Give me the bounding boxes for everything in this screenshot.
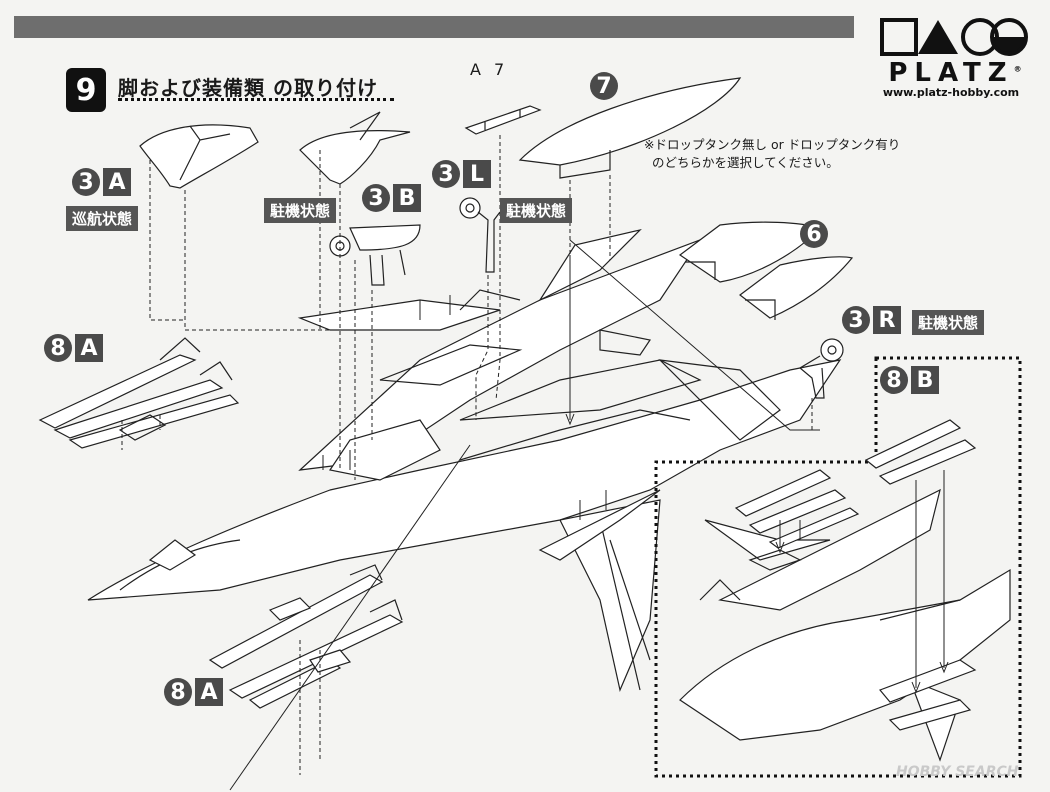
part-3a-letter: A — [103, 168, 131, 196]
drop-tank-note: ※ドロップタンク無し or ドロップタンク有り のどちらかを選択してください。 — [644, 136, 900, 172]
watermark: HOBBY SEARCH — [896, 764, 1019, 780]
part-8b-number: 8 — [880, 366, 908, 394]
part-3a-state: 巡航状態 — [66, 206, 139, 231]
header-bar — [14, 16, 854, 38]
part-6-number: 6 — [800, 220, 828, 248]
drop-tank-note-line2: のどちらかを選択してください。 — [652, 155, 839, 170]
part-a7-label: A 7 — [470, 60, 509, 79]
part-8a-top-letter: A — [75, 334, 103, 362]
part-3l-letter: L — [463, 160, 491, 188]
part-3l-number: 3 — [432, 160, 460, 188]
part-3b-number: 3 — [362, 184, 390, 212]
missile-set-8a-top — [38, 337, 240, 449]
part-7-label: 7 — [590, 72, 618, 100]
part-3a-number: 3 — [72, 168, 100, 196]
drop-tank-note-line1: ※ドロップタンク無し or ドロップタンク有り — [644, 137, 901, 152]
part-7-number: 7 — [590, 72, 618, 100]
platz-logo-shapes — [880, 18, 1028, 56]
part-8a-bottom-number: 8 — [164, 678, 192, 706]
part-8b-label: 8 B — [880, 366, 939, 394]
part-8b-letter: B — [911, 366, 939, 394]
option-8b-aircraft-drawing — [679, 488, 1011, 762]
part-3r-state: 駐機状態 — [912, 310, 985, 335]
step-underline — [118, 98, 394, 101]
part-3b-state: 駐機状態 — [264, 198, 337, 223]
part-8a-top-label: 8 A — [44, 334, 103, 362]
part-8a-bottom-label: 8 A — [164, 678, 223, 706]
option-8b-frame — [654, 356, 1022, 778]
part-3r-number: 3 — [842, 306, 870, 334]
part-8a-bottom-letter: A — [195, 678, 223, 706]
part-6-label: 6 — [800, 220, 828, 248]
missile-set-8a-bottom — [208, 564, 404, 709]
part-3a-label: 3 A — [72, 168, 131, 196]
part-3r-letter: R — [873, 306, 901, 334]
platz-url: www.platz-hobby.com — [882, 86, 1020, 99]
part-3b-label: 3 B — [362, 184, 421, 212]
platz-logo-text: PLATZ® — [888, 58, 1022, 88]
part-3l-state: 駐機状態 — [500, 198, 573, 223]
main-aircraft-drawing — [87, 228, 842, 692]
part-3l-label: 3 L — [432, 160, 491, 188]
step-title: 脚および装備類 の取り付け — [118, 76, 378, 100]
part-8a-top-number: 8 — [44, 334, 72, 362]
step-number: 9 — [66, 68, 106, 112]
part-3r-label: 3 R — [842, 306, 901, 334]
part-3b-letter: B — [393, 184, 421, 212]
